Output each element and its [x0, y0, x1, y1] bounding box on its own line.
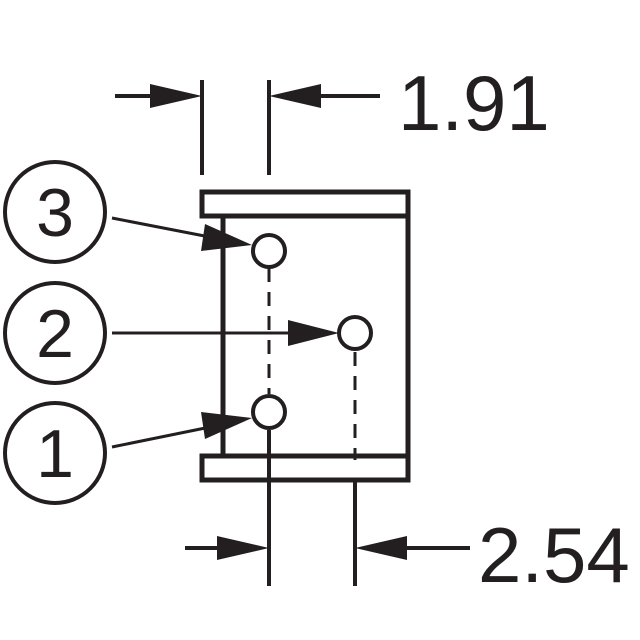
pin-hole-1 [251, 394, 287, 430]
pin-arrowhead-1 [201, 412, 252, 439]
bottom-flange [199, 453, 411, 483]
top-flange [199, 189, 411, 219]
pin-callout-3: 3 [3, 160, 252, 264]
pin-callout-circle-2 [3, 281, 107, 385]
bottom-arrowhead-right [355, 536, 407, 560]
top-dimension-value: 1.91 [398, 59, 550, 147]
pin-arrowhead-2 [288, 320, 339, 346]
pin-callout-1: 1 [3, 401, 252, 505]
pin-callout-2: 2 [3, 281, 339, 385]
bottom-arrowhead-left [217, 536, 269, 560]
component-body [199, 189, 411, 483]
pin-hole-2 [337, 315, 373, 351]
pin-leader-1 [111, 423, 221, 449]
pin-arrowhead-3 [201, 224, 252, 251]
pin-hole-3 [251, 233, 287, 269]
bottom-dimension: 2.54 [185, 511, 630, 599]
bottom-dimension-value: 2.54 [478, 511, 630, 599]
pin-centerlines [267, 268, 357, 586]
top-arrowhead-left [150, 84, 202, 108]
pin-callout-circle-3 [3, 160, 107, 264]
top-dimension: 1.91 [115, 59, 550, 175]
pin-leader-3 [111, 216, 221, 241]
pin-callout-label-2: 2 [36, 296, 74, 372]
pin-callout-circle-1 [3, 401, 107, 505]
top-arrowhead-right [269, 84, 321, 108]
pin-callout-label-1: 1 [36, 416, 74, 492]
pin-callout-label-3: 3 [36, 175, 74, 251]
